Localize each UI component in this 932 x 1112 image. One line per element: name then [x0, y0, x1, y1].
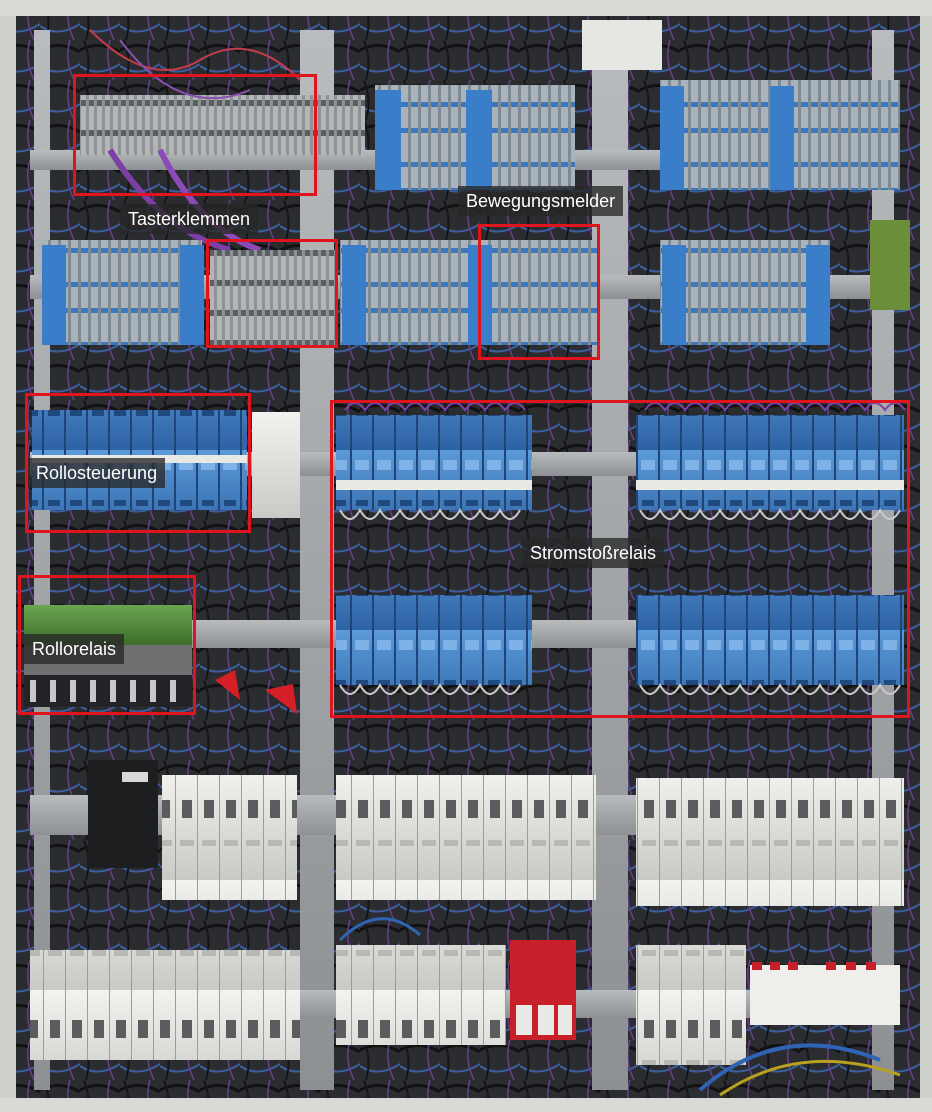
tasterklemmen-highlight-box: [73, 74, 317, 196]
rollosteuerung-label: Rollosteuerung: [28, 458, 166, 488]
tasterklemmen-label: Tasterklemmen: [120, 204, 259, 234]
tasterklemmen-secondary-highlight-box: [206, 239, 338, 348]
rollosteuerung-highlight-box: [25, 393, 251, 533]
rollorelais-label: Rollorelais: [24, 634, 125, 664]
rollorelais-highlight-box: [18, 575, 196, 715]
stromstossrelais-label: Stromstoßrelais: [522, 538, 665, 568]
stromstossrelais-highlight-box: [330, 400, 910, 718]
bewegungsmelder-highlight-box: [478, 224, 600, 360]
bewegungsmelder-label: Bewegungsmelder: [458, 186, 624, 216]
